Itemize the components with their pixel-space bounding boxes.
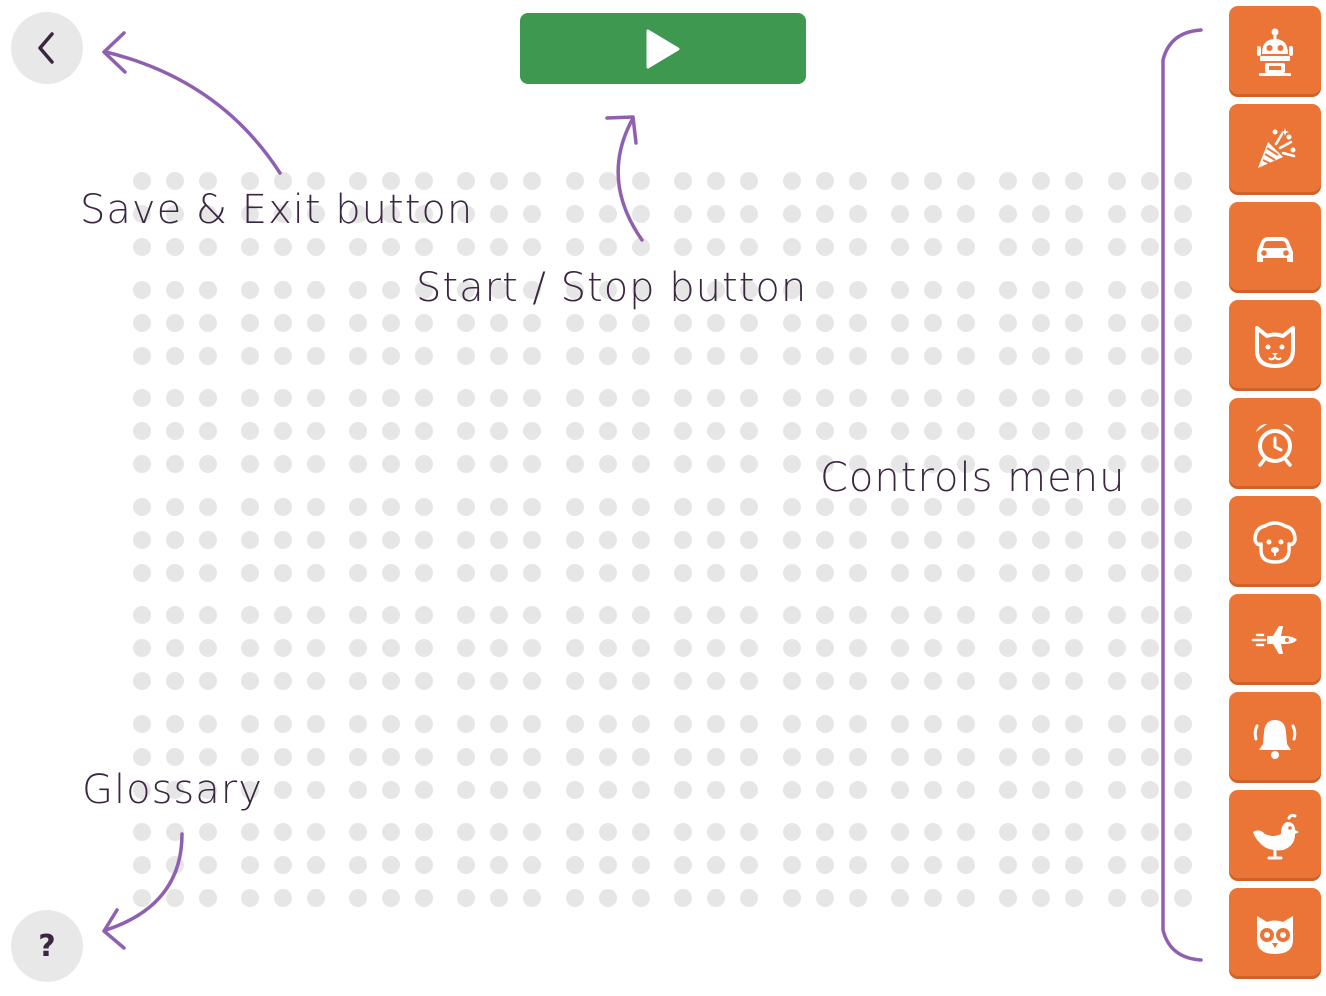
annotation-controls-menu-label: Controls menu [820,455,1126,501]
question-mark-icon: ? [38,928,56,964]
control-cat[interactable] [1229,300,1321,391]
control-robot[interactable] [1229,6,1321,97]
cat-icon [1255,325,1295,368]
play-icon [646,29,680,68]
control-bird[interactable] [1229,790,1321,881]
dog-icon [1253,520,1297,564]
annotation-start-stop-label: Start / Stop button [416,265,808,311]
control-bell[interactable] [1229,692,1321,783]
car-icon [1257,236,1293,262]
control-car[interactable] [1229,202,1321,293]
rocket-icon [1251,625,1297,654]
bell-icon [1253,719,1297,759]
annotation-save-exit-label: Save & Exit button [80,187,474,233]
control-party[interactable] [1229,104,1321,195]
owl-icon [1257,915,1293,954]
alarm-clock-icon [1256,423,1294,467]
annotation-glossary-label: Glossary [82,767,263,813]
control-owl[interactable] [1229,888,1321,979]
control-alarm[interactable] [1229,398,1321,489]
control-dog[interactable] [1229,496,1321,587]
chevron-left-icon [38,32,54,64]
bird-icon [1253,813,1299,859]
start-stop-button[interactable] [520,13,806,84]
save-exit-button[interactable] [11,12,83,84]
party-popper-icon [1258,127,1296,168]
control-rocket[interactable] [1229,594,1321,685]
glossary-button[interactable]: ? [11,910,83,982]
robot-icon [1257,28,1293,76]
